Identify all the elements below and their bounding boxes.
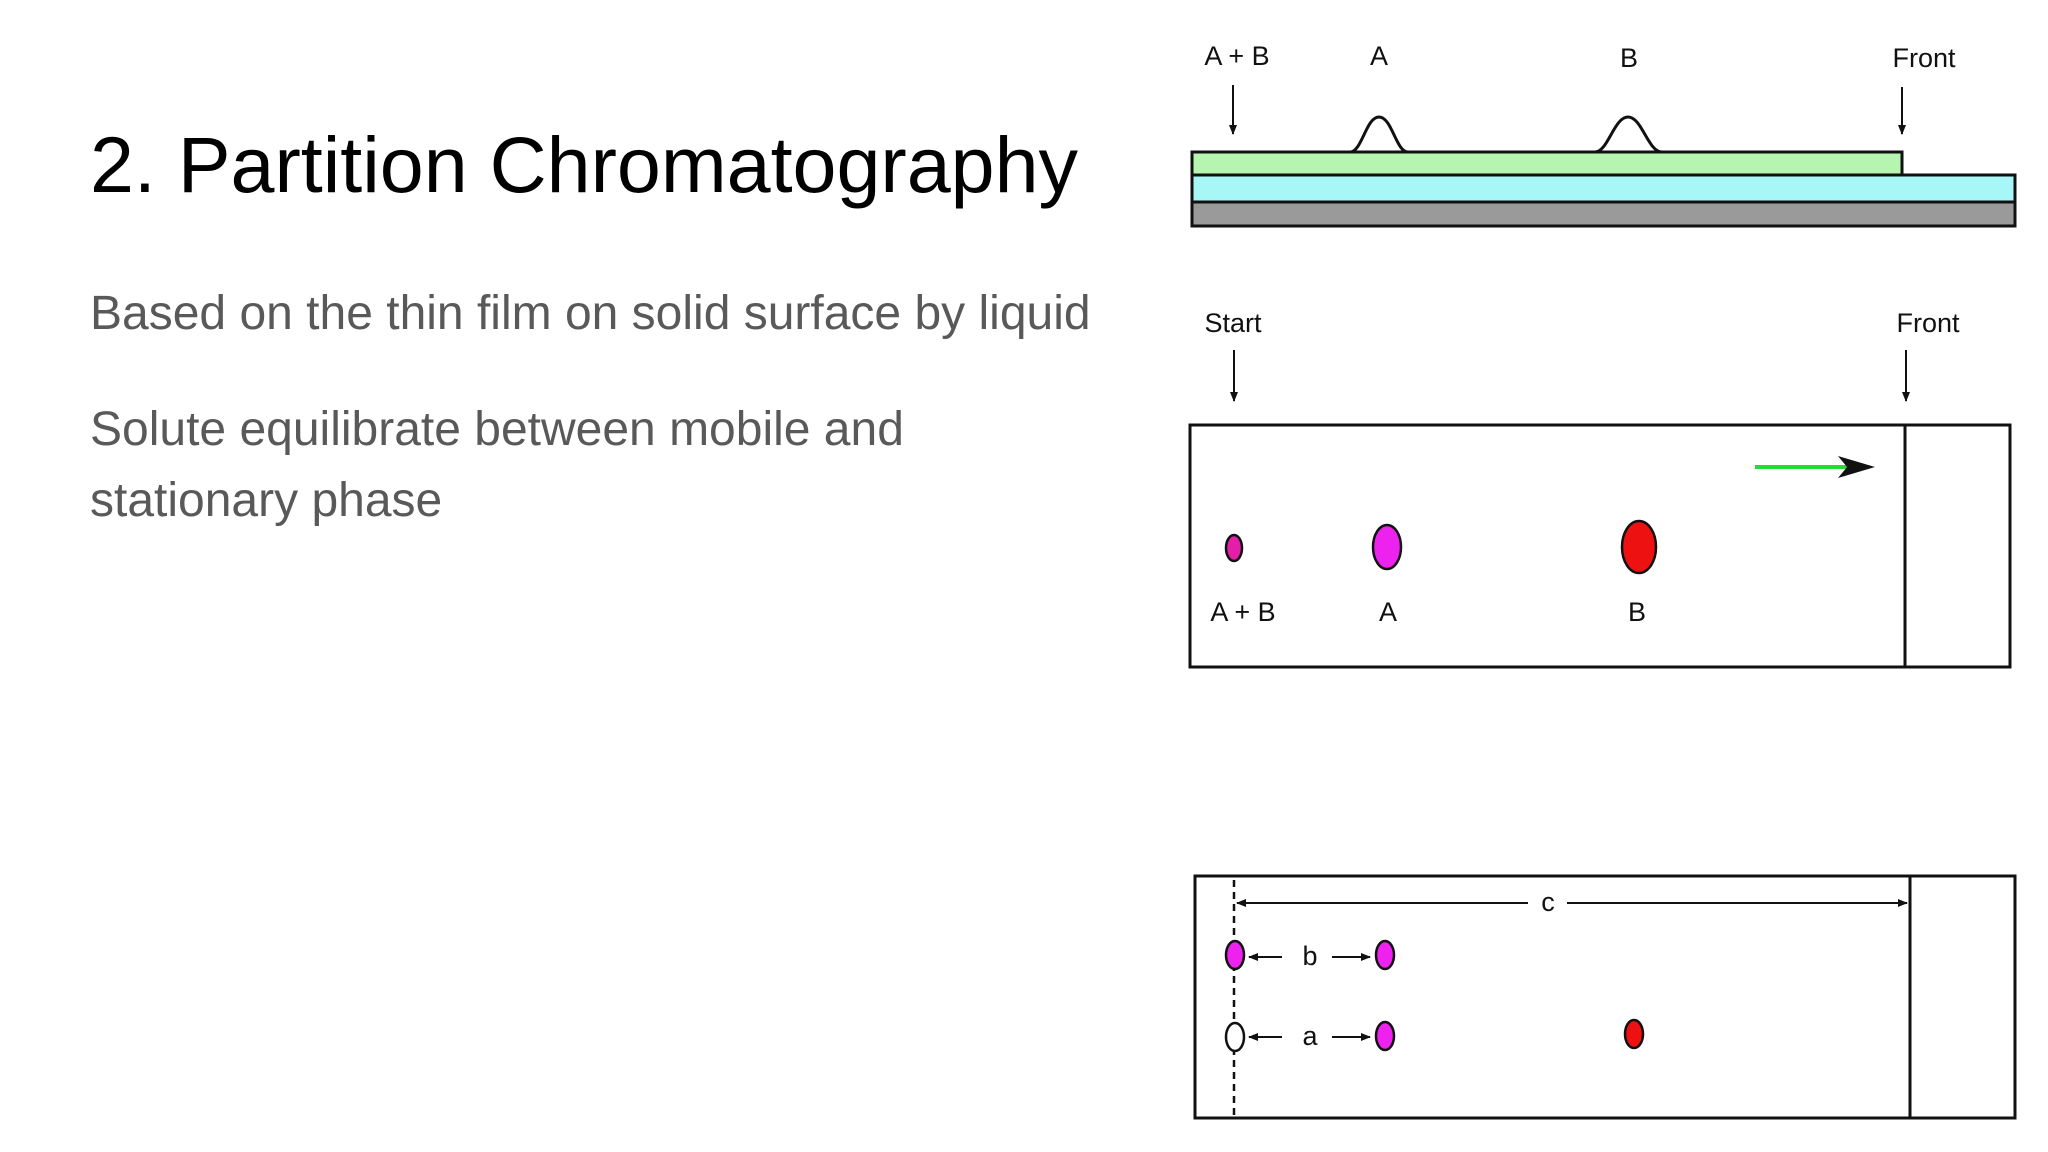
measurement-view-panel: c b a — [1193, 874, 2017, 1120]
plate-spot-b — [1620, 519, 1658, 575]
plate-label-mixture: A + B — [1210, 597, 1275, 627]
measure-origin-spot-b — [1224, 939, 1246, 971]
measure-spot-b — [1623, 1018, 1645, 1050]
measure-label-b: b — [1302, 941, 1317, 971]
side-support-layer — [1190, 173, 2017, 204]
measure-label-c: c — [1541, 887, 1555, 917]
slide-title: 2. Partition Chromatography — [90, 120, 1079, 209]
side-stationary-layer — [1190, 150, 1904, 177]
paragraph-thin-film: Based on the thin film on solid surface … — [90, 287, 1091, 340]
side-view-panel: A + B A B Front — [1190, 41, 2017, 228]
plate-label-front: Front — [1896, 308, 1960, 338]
plate-outline — [1188, 423, 2012, 669]
plate-label-a: A — [1379, 597, 1397, 627]
measure-label-a: a — [1302, 1021, 1318, 1051]
measure-spot-a-lower — [1374, 1020, 1396, 1052]
plate-label-start: Start — [1204, 308, 1262, 338]
side-label-mixture: A + B — [1204, 41, 1269, 71]
plate-flow-arrow-head — [1838, 456, 1875, 478]
measure-origin-spot-a — [1224, 1021, 1246, 1053]
side-label-b: B — [1620, 43, 1638, 73]
side-base-layer — [1190, 200, 2017, 228]
paragraph-equilibrate: Solute equilibrate between mobile and st… — [90, 403, 904, 527]
side-label-front: Front — [1892, 43, 1956, 73]
plate-view-panel: Start Front A + B A B — [1188, 308, 2012, 669]
plate-label-b: B — [1628, 597, 1646, 627]
slide-body: Based on the thin film on solid surface … — [90, 278, 1100, 581]
side-label-a: A — [1370, 41, 1388, 71]
measure-spot-a-upper — [1374, 939, 1396, 971]
measure-plate-outline — [1193, 874, 2017, 1120]
plate-spot-mixture — [1224, 533, 1244, 563]
plate-spot-a — [1371, 523, 1403, 571]
side-elution-profile — [1197, 115, 1902, 154]
